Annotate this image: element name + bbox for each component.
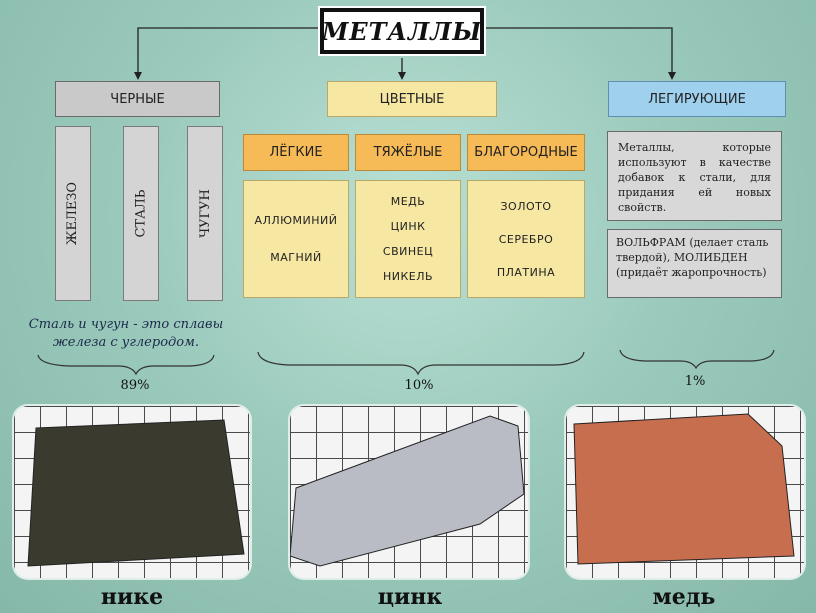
zinc-sample-image <box>290 415 525 567</box>
photo-nickel <box>14 406 250 578</box>
copper-sample-image <box>573 413 795 565</box>
list-item: НИКЕЛЬ <box>382 270 434 283</box>
group-noble-list: ЗОЛОТО СЕРЕБРО ПЛАТИНА <box>467 180 585 298</box>
percent-nonferrous: 10% <box>404 378 434 393</box>
ferrous-item-iron-label: ЖЕЛЕЗО <box>65 181 81 246</box>
ferrous-item-steel-label: СТАЛЬ <box>133 189 149 238</box>
category-nonferrous: ЦВЕТНЫЕ <box>327 81 497 117</box>
group-light-list: АЛЛЮМИНИЙ МАГНИЙ <box>243 180 349 298</box>
photo-copper <box>566 406 804 578</box>
ferrous-note: Сталь и чугун - это сплавы железа с угле… <box>28 317 224 350</box>
percent-ferrous: 89% <box>120 378 150 393</box>
list-item: МЕДЬ <box>390 195 426 208</box>
ferrous-item-steel: СТАЛЬ <box>123 126 159 301</box>
group-light-label: ЛЁГКИЕ <box>269 145 323 160</box>
title-text: МЕТАЛЛЫ <box>321 16 483 46</box>
caption-nickel: нике <box>100 584 164 610</box>
group-noble-label: БЛАГОРОДНЫЕ <box>474 145 578 160</box>
category-alloying: ЛЕГИРУЮЩИЕ <box>608 81 786 117</box>
ferrous-item-cast-iron: ЧУГУН <box>187 126 223 301</box>
title-box: МЕТАЛЛЫ <box>318 6 486 56</box>
group-noble: БЛАГОРОДНЫЕ <box>467 134 585 171</box>
category-ferrous-label: ЧЕРНЫЕ <box>110 91 165 107</box>
list-item: МАГНИЙ <box>270 251 322 264</box>
category-ferrous: ЧЕРНЫЕ <box>55 81 220 117</box>
caption-copper: медь <box>652 584 716 610</box>
nickel-sample-image <box>27 419 245 567</box>
photo-zinc <box>290 406 528 578</box>
alloying-examples: ВОЛЬФРАМ (делает сталь твердой), МОЛИБДЕ… <box>607 229 782 298</box>
group-light: ЛЁГКИЕ <box>243 134 349 171</box>
category-nonferrous-label: ЦВЕТНЫЕ <box>379 91 445 107</box>
list-item: ЗОЛОТО <box>500 199 552 213</box>
alloying-description: Металлы, которые используют в качестве д… <box>607 131 782 221</box>
list-item: АЛЛЮМИНИЙ <box>254 214 338 227</box>
list-item: ПЛАТИНА <box>496 265 556 279</box>
list-item: СЕРЕБРО <box>498 232 554 246</box>
caption-zinc: цинк <box>377 584 443 610</box>
group-heavy-list: МЕДЬ ЦИНК СВИНЕЦ НИКЕЛЬ <box>355 180 461 298</box>
category-alloying-label: ЛЕГИРУЮЩИЕ <box>648 91 746 107</box>
list-item: СВИНЕЦ <box>382 245 434 258</box>
ferrous-item-cast-iron-label: ЧУГУН <box>197 189 213 238</box>
ferrous-item-iron: ЖЕЛЕЗО <box>55 126 91 301</box>
percent-alloying: 1% <box>684 374 706 389</box>
group-heavy: ТЯЖЁЛЫЕ <box>355 134 461 171</box>
group-heavy-label: ТЯЖЁЛЫЕ <box>373 145 443 160</box>
list-item: ЦИНК <box>390 220 426 233</box>
